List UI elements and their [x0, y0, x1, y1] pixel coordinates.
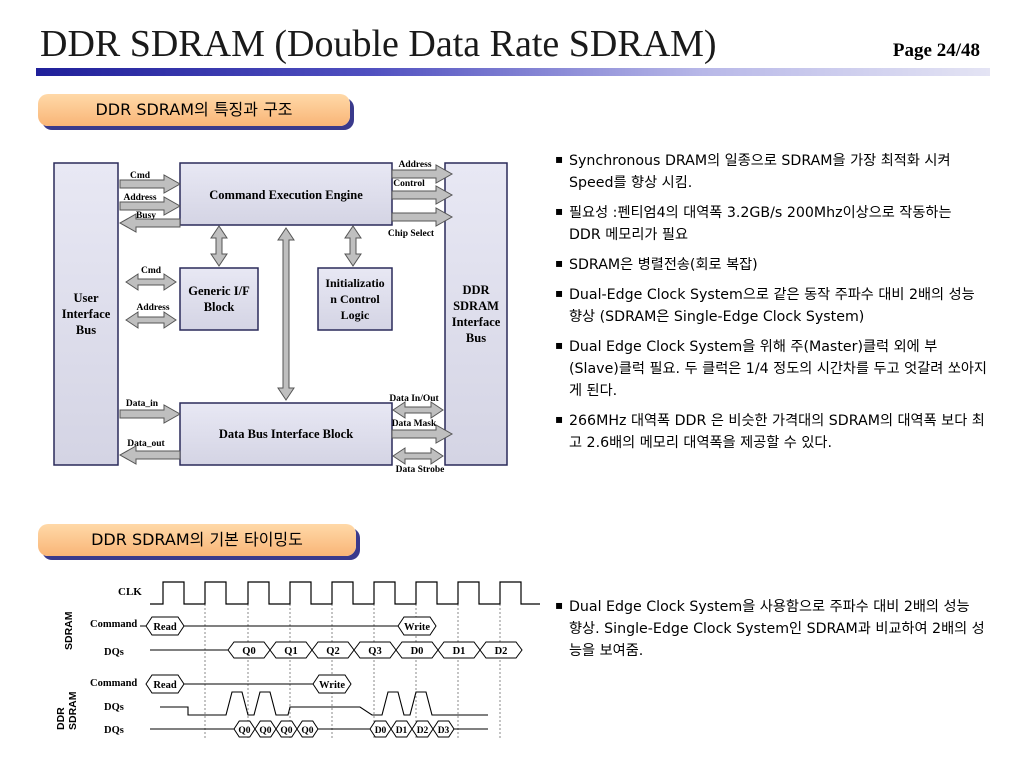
ddr-dq-write-text: D2: [417, 726, 429, 736]
ddr-group-label: DDRSDRAM: [55, 691, 79, 730]
sig-r-datainout-label: Data In/Out: [389, 394, 439, 404]
ddr-read-text: Read: [153, 680, 176, 691]
feature-item: Dual-Edge Clock System으로 같은 동작 주파수 대비 2배…: [555, 284, 987, 328]
data-bus-interface-label: Data Bus Interface Block: [219, 427, 353, 441]
ddr-bus-line-4: Bus: [466, 331, 486, 345]
user-bus-line-3: Bus: [76, 323, 96, 337]
ddr-dqs-data-label: DQs: [104, 725, 124, 736]
page-title: DDR SDRAM (Double Data Rate SDRAM): [40, 23, 717, 65]
ddr-interface-bus-block: [444, 162, 508, 466]
title-rule: [36, 68, 990, 76]
ddr-dq-read-text: Q0: [301, 726, 313, 736]
ddr-dq-write-text: D0: [375, 726, 387, 736]
sdram-group-label: SDRAM: [63, 611, 75, 650]
ddr-group-line-1: DDR: [55, 707, 67, 730]
feature-item: 266MHz 대역폭 DDR 은 비슷한 가격대의 SDRAM의 대역폭 보다 …: [555, 410, 987, 454]
ddr-dq-write-text: D1: [396, 726, 408, 736]
generic-if-line-1: Generic I/F: [188, 284, 250, 298]
sig-cmd2-label: Cmd: [141, 266, 162, 276]
section-label-structure: DDR SDRAM의 특징과 구조: [38, 94, 350, 126]
sdram-dq-text: Q2: [326, 646, 339, 657]
sdram-command-label: Command: [90, 619, 137, 630]
sig-r-datamask-label: Data Mask: [392, 419, 437, 429]
ddr-write-cmd: [312, 674, 352, 694]
generic-if-block: [179, 267, 259, 331]
sdram-dq-cell: [479, 641, 523, 659]
ddr-bus-line-2: SDRAM: [453, 299, 499, 313]
sdram-read-text: Read: [153, 622, 176, 633]
ddr-dq-write-text: D3: [438, 726, 450, 736]
user-interface-bus-block: [53, 162, 119, 466]
ddr-command-label: Command: [90, 678, 137, 689]
sdram-dq-text: Q0: [242, 646, 255, 657]
feature-item: SDRAM은 병렬전송(회로 복잡): [555, 254, 987, 276]
sig-data-out-label: Data_out: [127, 439, 165, 449]
ddr-dqs-strobe-label: DQs: [104, 702, 124, 713]
ddr-bus-line-3: Interface: [452, 315, 501, 329]
sdram-dq-text: D2: [495, 646, 508, 657]
ddr-bus-line-1: DDR: [462, 283, 490, 297]
generic-if-line-2: Block: [204, 300, 235, 314]
feature-list: Synchronous DRAM의 일종으로 SDRAM을 가장 최적화 시켜 …: [555, 150, 987, 462]
ddr-dq-sequence: Q0 Q0 Q0 Q0 D0 D1 D2 D3: [233, 720, 488, 738]
sig-r-control-label: Control: [393, 179, 425, 189]
sdram-dqs-label: DQs: [104, 647, 124, 658]
sdram-dq-sequence: Q0 Q1 Q2 Q3 D0 D1 D2: [227, 641, 523, 659]
data-bus-interface-block: [179, 402, 393, 466]
user-bus-line-1: User: [74, 291, 99, 305]
sdram-dq-text: D1: [453, 646, 466, 657]
clk-label: CLK: [118, 586, 142, 598]
ddr-dq-read-text: Q0: [259, 726, 271, 736]
sig-r-address-label: Address: [398, 160, 431, 170]
sig-data-in-label: Data_in: [126, 399, 159, 409]
timing-guides: [204, 584, 501, 740]
feature-item: 필요성 :펜티엄4의 대역폭 3.2GB/s 200Mhz이상으로 작동하는 D…: [555, 202, 987, 246]
init-line-2: n Control: [330, 292, 380, 306]
clk-waveform: [150, 581, 540, 605]
sdram-dq-text: D0: [411, 646, 424, 657]
sdram-write-text: Write: [404, 622, 430, 633]
sig-r-datastrobe-label: Data Strobe: [396, 465, 445, 475]
command-execution-engine-label: Command Execution Engine: [209, 188, 363, 202]
sig-r-chipselect-label: Chip Select: [388, 229, 435, 239]
sig-busy-label: Busy: [136, 211, 156, 221]
timing-note-list: Dual Edge Clock System을 사용함으로 주파수 대비 2배의…: [555, 596, 987, 670]
init-line-3: Logic: [341, 308, 370, 322]
ddr-dqs-strobe: [160, 691, 488, 716]
ddr-write-text: Write: [319, 680, 345, 691]
sig-cmd-label: Cmd: [130, 171, 151, 181]
user-bus-line-2: Interface: [62, 307, 111, 321]
ddr-group-line-2: SDRAM: [67, 691, 79, 730]
engine-databus-arrow: [277, 227, 295, 401]
sig-address-label: Address: [123, 193, 156, 203]
feature-item: Dual Edge Clock System을 위해 주(Master)클럭 외…: [555, 336, 987, 402]
init-line-1: Initializatio: [325, 276, 384, 290]
ddr-dq-read-text: Q0: [280, 726, 292, 736]
init-control-logic-block: [317, 267, 393, 331]
feature-item: Synchronous DRAM의 일종으로 SDRAM을 가장 최적화 시켜 …: [555, 150, 987, 194]
sdram-dq-text: Q3: [368, 646, 381, 657]
command-execution-engine-block: [179, 162, 393, 226]
ddr-dq-read-text: Q0: [238, 726, 250, 736]
timing-note-item: Dual Edge Clock System을 사용함으로 주파수 대비 2배의…: [555, 596, 987, 662]
page-number: Page 24/48: [892, 40, 980, 61]
sdram-write-cmd: [397, 616, 437, 636]
sdram-dq-text: Q1: [284, 646, 297, 657]
section-label-timing: DDR SDRAM의 기본 타이밍도: [38, 524, 356, 556]
sig-address2-label: Address: [136, 303, 169, 313]
